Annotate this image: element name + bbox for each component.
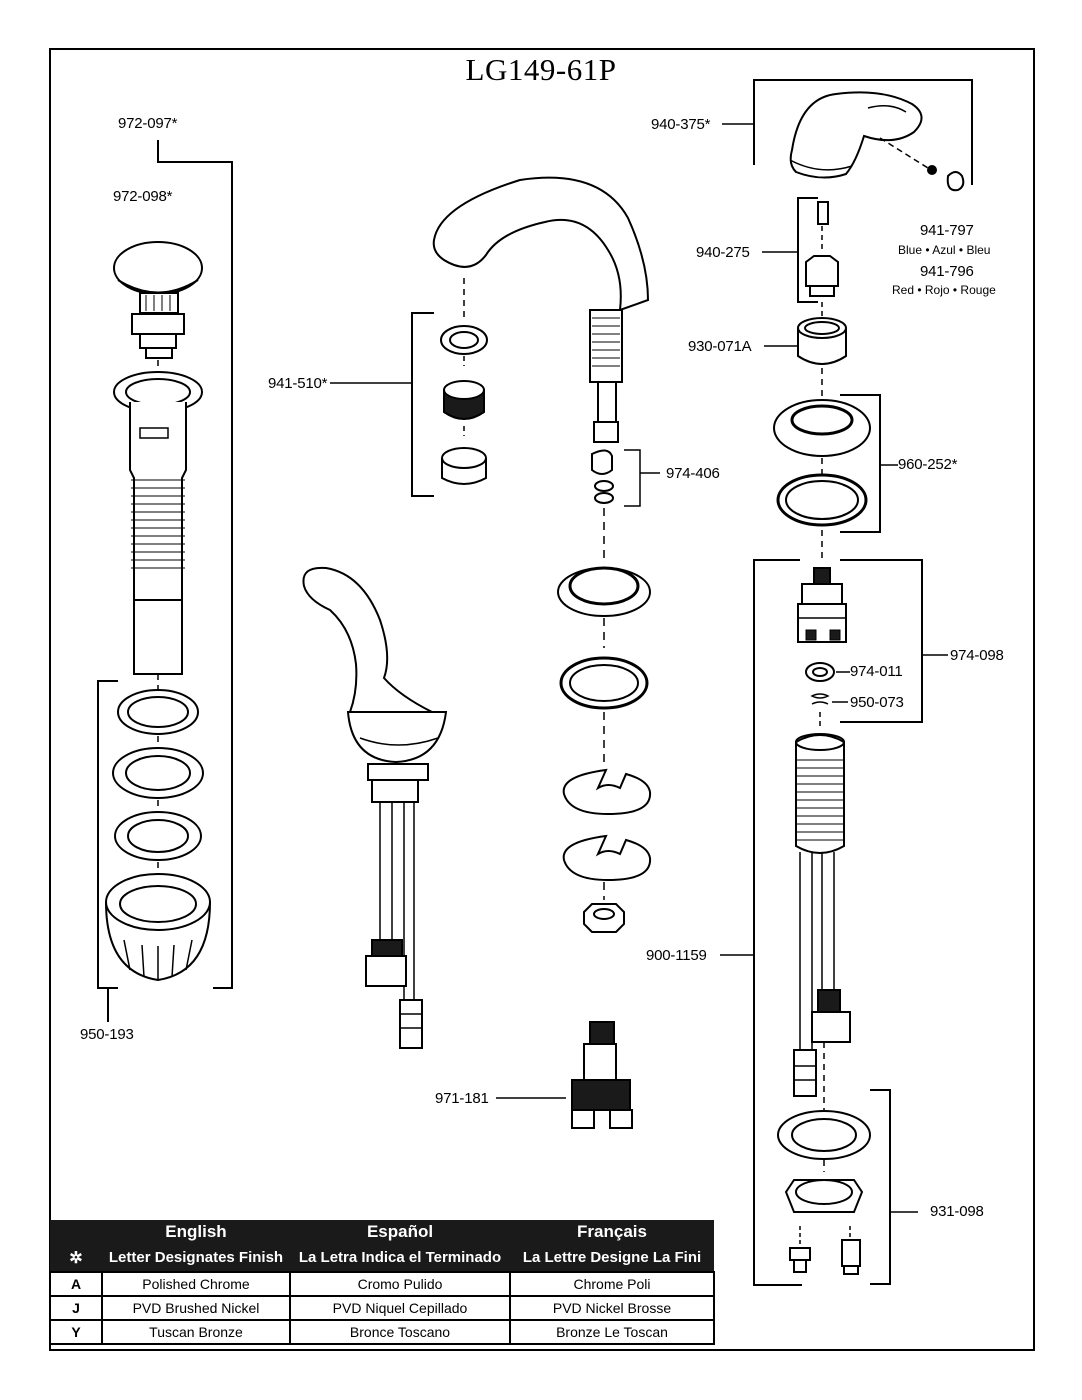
label-941-796: 941-796 — [920, 263, 974, 280]
finish-symbol-icon: ✲ — [50, 1244, 102, 1272]
label-900-1159: 900-1159 — [646, 947, 707, 964]
finish-espanol: PVD Niquel Cepillado — [289, 1295, 511, 1321]
header-francais: Français — [510, 1220, 714, 1244]
label-941-797-colors: Blue • Azul • Bleu — [898, 243, 991, 257]
header-espanol: Español — [290, 1220, 510, 1244]
label-931-098: 931-098 — [930, 1203, 984, 1220]
label-941-796-colors: Red • Rojo • Rouge — [892, 283, 996, 297]
label-974-406: 974-406 — [666, 465, 720, 482]
label-950-193: 950-193 — [80, 1026, 134, 1043]
label-974-098: 974-098 — [950, 647, 1004, 664]
table-subheader-row: ✲ Letter Designates Finish La Letra Indi… — [50, 1244, 714, 1272]
spout-assembly — [330, 176, 660, 933]
label-930-071a: 930-071A — [688, 338, 752, 355]
finish-code: Y — [49, 1319, 103, 1345]
label-950-073: 950-073 — [850, 694, 904, 711]
finish-legend-table: English Español Français ✲ Letter Design… — [49, 1220, 715, 1345]
label-941-510: 941-510* — [268, 375, 328, 392]
label-960-252: 960-252* — [898, 456, 958, 473]
tee-connector — [496, 1021, 633, 1129]
diagram-title: LG149-61P — [465, 52, 617, 87]
finish-francais: PVD Nickel Brosse — [509, 1295, 715, 1321]
label-940-275: 940-275 — [696, 244, 750, 261]
label-971-181: 971-181 — [435, 1090, 489, 1107]
label-972-098: 972-098* — [113, 188, 173, 205]
table-header-row: English Español Français — [50, 1220, 714, 1244]
label-972-097: 972-097* — [118, 115, 178, 132]
table-row: Y Tuscan Bronze Bronce Toscano Bronze Le… — [49, 1319, 715, 1345]
subheader-english: Letter Designates Finish — [102, 1244, 290, 1272]
label-940-375: 940-375* — [651, 116, 711, 133]
table-row: J PVD Brushed Nickel PVD Niquel Cepillad… — [49, 1295, 715, 1321]
table-row: A Polished Chrome Cromo Pulido Chrome Po… — [49, 1271, 715, 1297]
subheader-francais: La Lettre Designe La Fini — [510, 1244, 714, 1272]
left-handle-valve — [302, 566, 448, 1049]
right-handle-valve — [720, 79, 973, 1286]
subheader-espanol: La Letra Indica el Terminado — [290, 1244, 510, 1272]
finish-francais: Bronze Le Toscan — [509, 1319, 715, 1345]
finish-english: PVD Brushed Nickel — [101, 1295, 291, 1321]
finish-francais: Chrome Poli — [509, 1271, 715, 1297]
finish-code: J — [49, 1295, 103, 1321]
finish-espanol: Cromo Pulido — [289, 1271, 511, 1297]
header-english: English — [102, 1220, 290, 1244]
finish-code: A — [49, 1271, 103, 1297]
finish-english: Polished Chrome — [101, 1271, 291, 1297]
label-941-797: 941-797 — [920, 222, 974, 239]
drain-assembly — [97, 140, 233, 1022]
finish-espanol: Bronce Toscano — [289, 1319, 511, 1345]
finish-english: Tuscan Bronze — [101, 1319, 291, 1345]
label-974-011: 974-011 — [850, 663, 903, 680]
diagram-frame — [49, 48, 1035, 1351]
